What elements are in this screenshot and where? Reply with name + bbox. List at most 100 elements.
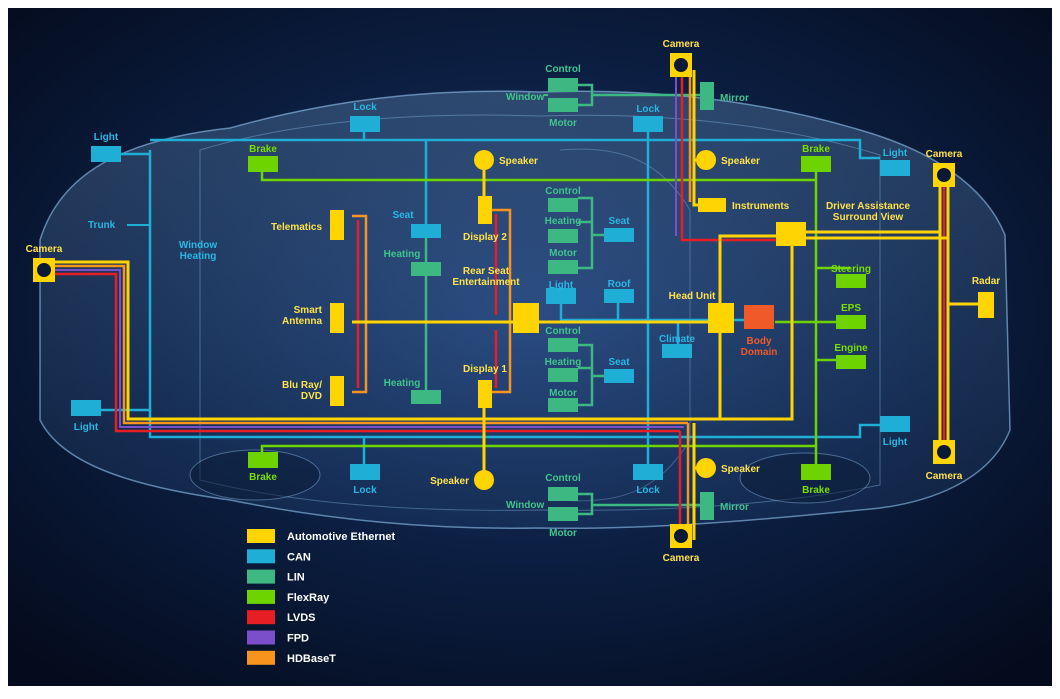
heating-rear-2: Heating (384, 378, 441, 404)
lock-1: Lock (350, 102, 380, 132)
camera-front: Camera (663, 39, 700, 77)
brake-3-label: Brake (249, 472, 277, 483)
speaker-1-label: Speaker (499, 156, 538, 167)
head-unit: Head Unit (669, 291, 734, 333)
lock-4-label: Lock (636, 485, 660, 496)
motor-2-label: Motor (549, 248, 577, 259)
mirror-bottom-label: Mirror (720, 502, 749, 513)
speaker-3: Speaker (430, 470, 494, 490)
legend-swatch (247, 589, 275, 604)
legend-label: LIN (287, 572, 305, 584)
eps: EPS (836, 303, 866, 329)
legend-label: HDBaseT (287, 653, 336, 665)
legend-swatch (247, 650, 275, 665)
heating-2-label: Heating (384, 378, 421, 389)
instruments-label: Instruments (732, 201, 790, 212)
mirror-bottom: Mirror (700, 492, 749, 520)
camera-bottom-label: Camera (663, 553, 700, 564)
seat-1-label: Seat (392, 210, 414, 221)
bluray-dvd: Blu Ray/DVD (282, 376, 344, 406)
brake-2-label: Brake (802, 144, 830, 155)
legend-swatch (247, 630, 275, 645)
lvds-lines (52, 70, 946, 540)
legend-swatch (247, 529, 275, 543)
camera-rear: Camera (26, 244, 63, 282)
climate-label: Climate (659, 334, 696, 345)
camera-left-bottom-label: Camera (926, 471, 963, 482)
seat-front-bottom: Control Heating Motor Seat (545, 326, 634, 412)
lock-2: Lock (633, 104, 663, 132)
camera-front-label: Camera (663, 39, 700, 50)
light-2: Light (71, 400, 101, 433)
light-3: Light (880, 148, 910, 176)
legend-swatch (247, 610, 275, 625)
light-1: Light (91, 132, 121, 162)
legend-label: FlexRay (287, 592, 330, 604)
control-top-label: Control (545, 64, 581, 75)
window-group-top: Control Window Motor (506, 64, 581, 129)
display-2-label: Display 2 (463, 232, 507, 243)
display-1: Display 1 (463, 364, 507, 408)
brake-1-label: Brake (249, 144, 277, 155)
light-2-label: Light (74, 422, 99, 433)
legend-label: LVDS (287, 612, 316, 624)
lock-4: Lock (633, 464, 663, 496)
motor-bottom-label: Motor (549, 528, 577, 539)
radar: Radar (972, 276, 1000, 318)
lock-1-label: Lock (353, 102, 377, 113)
legend-label: FPD (287, 633, 309, 645)
light-4: Light (880, 416, 910, 448)
light-3-label: Light (883, 148, 908, 159)
legend-swatch (247, 569, 275, 584)
motor-top-label: Motor (549, 118, 577, 129)
mirror-top: Mirror (700, 82, 749, 110)
seat-front-top: Control Heating Motor Seat (545, 186, 634, 274)
seat-2-label: Seat (608, 216, 630, 227)
head-unit-label: Head Unit (669, 291, 716, 302)
brake-1: Brake (248, 144, 278, 172)
control-3-label: Control (545, 326, 581, 337)
steering-label: Steering (831, 264, 871, 275)
camera-left-bottom: Camera (926, 440, 963, 482)
seat-rear: Seat (392, 210, 441, 238)
window-top-label: Window (506, 92, 544, 103)
speaker-4: Speaker (696, 458, 760, 478)
lock-2-label: Lock (636, 104, 660, 115)
brake-3: Brake (248, 452, 278, 483)
instruments: Instruments (698, 198, 790, 212)
mirror-top-label: Mirror (720, 93, 749, 104)
light-1-label: Light (94, 132, 119, 143)
window-bottom-label: Window (506, 500, 544, 511)
speaker-2: Speaker (696, 150, 760, 170)
light-5: Light (546, 280, 576, 304)
telematics-label: Telematics (271, 222, 322, 233)
heating-3-label: Heating (545, 216, 582, 227)
bluray-label: Blu Ray/DVD (282, 380, 322, 402)
display-2: Display 2 (463, 196, 507, 243)
steering: Steering (831, 264, 871, 288)
roof-label: Roof (608, 279, 631, 290)
trunk-label: Trunk (88, 220, 116, 231)
fpd-lines (52, 70, 684, 428)
roof: Roof (604, 279, 634, 303)
display-1-label: Display 1 (463, 364, 507, 375)
camera-left-top: Camera (926, 149, 963, 187)
brake-2: Brake (801, 144, 831, 172)
heating-1-label: Heating (384, 249, 421, 260)
heating-rear-1: Heating (384, 249, 441, 276)
legend-label: CAN (287, 551, 311, 563)
heating-4-label: Heating (545, 357, 582, 368)
legend: Automotive EthernetCANLINFlexRayLVDSFPDH… (247, 529, 396, 665)
brake-4: Brake (801, 464, 831, 496)
control-bottom-label: Control (545, 473, 581, 484)
speaker-2-label: Speaker (721, 156, 760, 167)
camera-rear-label: Camera (26, 244, 63, 255)
window-group-bottom: Control Window Motor (506, 473, 581, 539)
